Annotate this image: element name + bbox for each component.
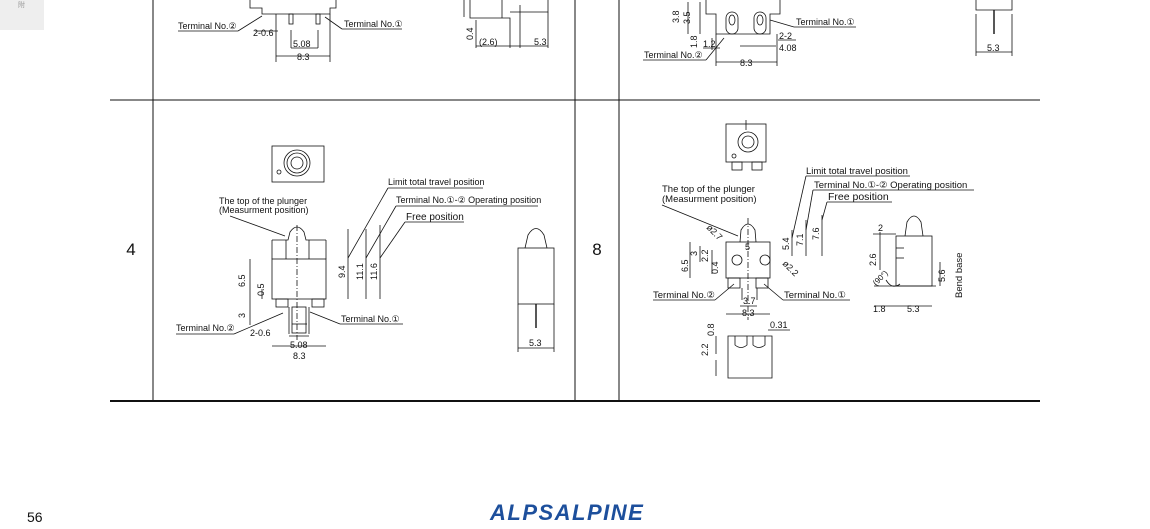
dim-2-2: 2-2	[779, 31, 792, 41]
row-number-8: 8	[592, 240, 602, 259]
terminal1-label-top-right: Terminal No.①	[796, 17, 855, 27]
free-position-label-4: Free position	[406, 212, 464, 223]
dim-6-5-row8: 6.5	[680, 259, 690, 272]
drawing-top-right: 3.8 3.5 1.8 1.2 2-2 4.08 8.3 Terminal No…	[643, 0, 856, 68]
dim-2-6: (2.6)	[479, 37, 498, 47]
dim-11-6-row4: 11.6	[369, 263, 379, 280]
dim-phi-2-7-row8: ø2.7	[705, 222, 725, 242]
dimension-drawings: Terminal No.② Terminal No.① 2-0.6 5.08 8…	[110, 0, 1040, 402]
dim-3-row4: 3	[237, 313, 247, 318]
side-tab: 附	[0, 0, 44, 30]
dim-8-3-top-right: 8.3	[740, 58, 753, 68]
dim-5-6-side-row8: 5.6	[937, 269, 947, 282]
dim-2-6-side-row8: 2.6	[868, 253, 878, 266]
dim-5-3-far-right: 5.3	[987, 43, 1000, 53]
operating-position-label-8: Terminal No.①-② Operating position	[814, 180, 967, 191]
measurement-position-label-4: (Measurment position)	[219, 205, 309, 215]
brand-logo: ALPSALPINE	[490, 500, 645, 525]
dim-7-1-row8: 7.1	[795, 233, 805, 246]
dim-8-3-row4: 8.3	[293, 351, 306, 361]
bend-base-label: Bend base	[954, 253, 965, 298]
dim-5-row8: 5	[745, 242, 750, 252]
plunger-top-label-8: The top of the plunger	[662, 184, 755, 195]
dim-3-5: 3.5	[682, 11, 692, 24]
dim-0-31-bottom: 0.31	[770, 320, 788, 330]
dim-0-4-row8: 0.4	[710, 261, 720, 274]
dim-3-row8: 3	[689, 251, 699, 256]
dim-5-08: 5.08	[293, 39, 311, 49]
dim-8-3: 8.3	[297, 52, 310, 62]
dim-2-2-bottom: 2.2	[700, 343, 710, 356]
terminal2-label-top-right: Terminal No.②	[644, 50, 703, 60]
limit-travel-label-4: Limit total travel position	[388, 177, 485, 187]
terminal2-label-row4: Terminal No.②	[176, 323, 235, 333]
dim-6-5-row4: 6.5	[237, 274, 247, 287]
dim-5-3-side-row4: 5.3	[529, 338, 542, 348]
drawing-row-8: The top of the plunger (Measurment posit…	[653, 120, 974, 379]
drawing-top-left: Terminal No.② Terminal No.① 2-0.6 5.08 8…	[178, 0, 403, 62]
dim-4-08: 4.08	[779, 43, 797, 53]
dim-9-4-row4: 9.4	[337, 265, 347, 278]
drawing-top-middle: 0.4 (2.6) 5.3	[463, 0, 549, 48]
dim-2-side-row8: 2	[878, 223, 883, 233]
side-tab-text: 附	[18, 2, 25, 9]
dim-terminal1-label: Terminal No.①	[344, 19, 403, 29]
drawing-row-4: The top of the plunger (Measurment posit…	[176, 145, 555, 361]
dim-1-8-side-row8: 1.8	[873, 304, 886, 314]
dim-3-7-row8: 3.7	[743, 296, 756, 306]
dim-2-2-row8: 2.2	[700, 249, 710, 262]
dim-5-4-row8: 5.4	[781, 237, 791, 250]
dim-1-2: 1.2	[703, 39, 716, 49]
dim-0-4: 0.4	[465, 27, 475, 40]
dim-90-side-row8: (90°)	[871, 268, 890, 287]
limit-travel-label-8: Limit total travel position	[806, 166, 908, 177]
dim-0-5-row4: 0.5	[256, 283, 266, 296]
measurement-position-label-8: (Measurment position)	[662, 194, 757, 205]
dim-3-8: 3.8	[671, 10, 681, 23]
table-grid	[110, 0, 1040, 402]
dim-5-3-side-row8: 5.3	[907, 304, 920, 314]
dim-phi-2-2-row8: ø2.2	[781, 258, 801, 278]
dim-5-08-row4: 5.08	[290, 340, 308, 350]
terminal2-label-row8: Terminal No.②	[653, 290, 715, 301]
operating-position-label-4: Terminal No.①-② Operating position	[396, 195, 541, 205]
product-dimension-table: Terminal No.② Terminal No.① 2-0.6 5.08 8…	[110, 0, 1040, 402]
dim-8-3-row8: 8.3	[742, 308, 755, 318]
page-number: 56	[27, 509, 43, 525]
row-number-4: 4	[126, 240, 136, 259]
dim-0-8-bottom: 0.8	[706, 323, 716, 336]
dim-1-8: 1.8	[689, 35, 699, 48]
dim-2-0-6-row4: 2-0.6	[250, 328, 271, 338]
terminal1-label-row8: Terminal No.①	[784, 290, 846, 301]
dim-5-3: 5.3	[534, 37, 547, 47]
drawing-top-far-right: 5.3	[975, 0, 1013, 56]
free-position-label-8: Free position	[828, 191, 889, 203]
dim-terminal2-label: Terminal No.②	[178, 21, 237, 31]
dim-11-1-row4: 11.1	[355, 263, 365, 280]
plunger-top-label-4: The top of the plunger	[219, 196, 307, 206]
dim-7-6-row8: 7.6	[811, 227, 821, 240]
terminal1-label-row4: Terminal No.①	[341, 314, 400, 324]
dim-2-0-6: 2-0.6	[253, 28, 274, 38]
